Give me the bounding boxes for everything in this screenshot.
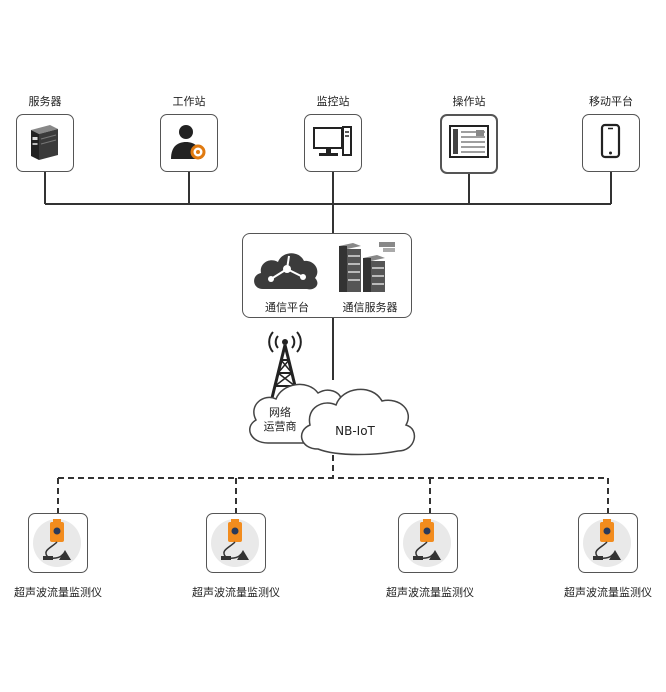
device-label-2: 超声波流量监测仪 bbox=[192, 586, 280, 599]
workstation-node bbox=[160, 114, 218, 172]
flow-meter-icon bbox=[211, 519, 259, 567]
device-node-2 bbox=[206, 513, 266, 573]
operation-panel-icon bbox=[449, 125, 489, 158]
operation-station-node bbox=[440, 114, 498, 174]
device-label-1: 超声波流量监测仪 bbox=[14, 586, 102, 599]
comm-server-label: 通信服务器 bbox=[342, 301, 398, 314]
monitor-station-node bbox=[304, 114, 362, 172]
flow-meter-icon bbox=[583, 519, 631, 567]
server-icon bbox=[31, 125, 58, 160]
device-label-3: 超声波流量监测仪 bbox=[386, 586, 474, 599]
server-label: 服务器 bbox=[28, 95, 62, 108]
flow-meter-icon bbox=[403, 519, 451, 567]
nbiot-label: NB-IoT bbox=[335, 424, 375, 438]
workstation-user-icon bbox=[171, 125, 206, 160]
device-label-4: 超声波流量监测仪 bbox=[564, 586, 652, 599]
device-node-1 bbox=[28, 513, 88, 573]
device-node-3 bbox=[398, 513, 458, 573]
device-node-4 bbox=[578, 513, 638, 573]
cloud-network-icon bbox=[254, 253, 318, 290]
operation-station-label: 操作站 bbox=[452, 95, 486, 108]
monitor-computer-icon bbox=[313, 126, 352, 156]
server-rack-icon bbox=[339, 242, 395, 292]
mobile-platform-node bbox=[582, 114, 640, 172]
network-cloud bbox=[249, 383, 416, 456]
workstation-label: 工作站 bbox=[172, 95, 206, 108]
platform-box: 通信平台 通信服务器 bbox=[242, 233, 412, 318]
server-node bbox=[16, 114, 74, 172]
comm-platform-label: 通信平台 bbox=[265, 301, 309, 314]
flow-meter-icon bbox=[33, 519, 81, 567]
operator-label-line2: 运营商 bbox=[263, 420, 297, 433]
monitor-station-label: 监控站 bbox=[316, 95, 350, 108]
mobile-platform-label: 移动平台 bbox=[589, 95, 633, 108]
operator-label-line1: 网络 bbox=[269, 406, 291, 419]
smartphone-icon bbox=[600, 123, 621, 159]
